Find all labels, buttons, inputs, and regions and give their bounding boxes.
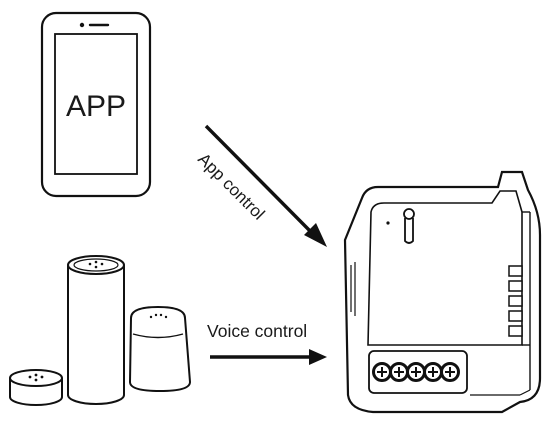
puck-speaker-icon (9, 369, 63, 406)
terminal-screw-icon (423, 362, 443, 382)
app-arrow-head-icon (304, 223, 327, 247)
terminal-screw-icon (406, 362, 426, 382)
phone-body (40, 11, 152, 198)
tall-speaker-icon (67, 255, 125, 405)
app-control-arrow: App control (194, 124, 327, 247)
voice-control-arrow: Voice control (207, 321, 327, 365)
module-top-panel (367, 190, 523, 346)
app-control-label: App control (194, 149, 268, 223)
smart-speakers (9, 255, 192, 406)
terminal-screws (372, 362, 460, 382)
terminal-screw-icon (372, 362, 392, 382)
terminal-screw-icon (389, 362, 409, 382)
phone-screen (54, 33, 138, 175)
terminal-screw-icon (440, 362, 460, 382)
keyhole-icon (403, 208, 415, 244)
smartphone: APP (40, 11, 152, 198)
smart-switch-module (343, 170, 542, 414)
module-led-icon (386, 221, 390, 225)
voice-control-label: Voice control (207, 321, 307, 341)
phone-camera-icon (79, 22, 85, 28)
side-slots (508, 265, 523, 337)
voice-arrow-head-icon (309, 349, 327, 365)
dome-speaker-icon (128, 305, 192, 393)
phone-app-label: APP (66, 90, 126, 123)
app-arrow-shaft (204, 124, 317, 238)
